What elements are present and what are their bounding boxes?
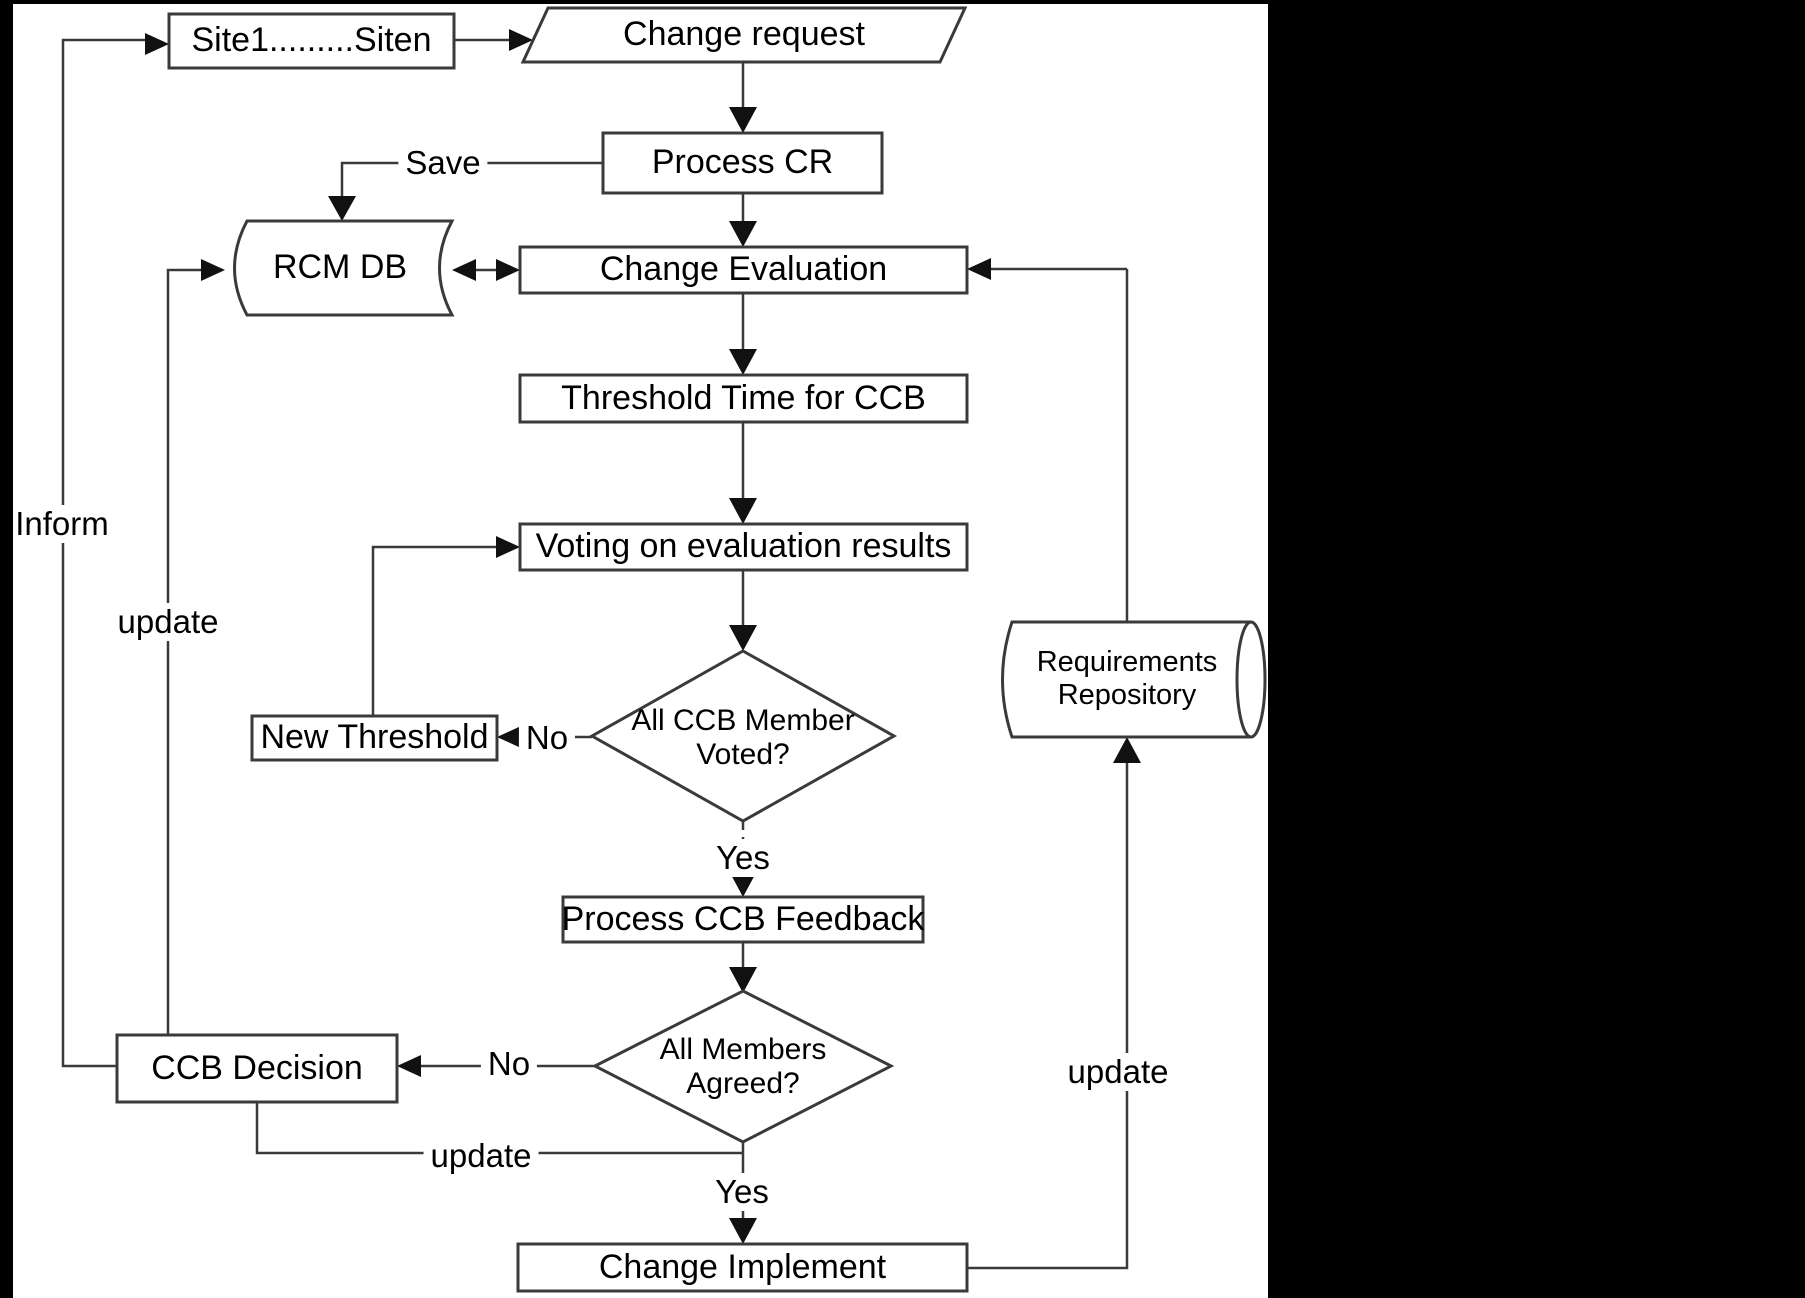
top-border — [0, 0, 1805, 4]
arrowhead-into-sites — [145, 33, 169, 55]
arrowhead-into-evaluation-left — [496, 259, 520, 281]
edge-label-yes-agreed: Yes — [708, 1173, 776, 1211]
arrowhead-into-rcmdb-right — [452, 259, 476, 281]
voted-diamond-line1: All CCB Member — [631, 703, 855, 737]
change-request-parallelogram-shape — [520, 6, 968, 64]
change-evaluation-box-shape — [518, 245, 969, 295]
node-process-cr: Process CR — [651, 143, 834, 182]
arrowhead-loop-into-voting — [496, 536, 520, 558]
sites-box-shape — [167, 12, 456, 70]
edge-label-no-voted: No — [518, 719, 576, 757]
arrowhead-into-repository — [1113, 737, 1141, 763]
node-rcm-db: RCM DB — [272, 248, 408, 287]
edge-label-update-repository: update — [1060, 1053, 1176, 1091]
arrowhead-repository-into-evaluation — [967, 258, 991, 280]
edge-label-save: Save — [398, 144, 488, 182]
node-requirements-repository: Requirements Repository — [1007, 636, 1247, 722]
repository-line2: Repository — [1057, 679, 1197, 711]
arrowhead-into-newthreshold — [497, 726, 521, 748]
node-all-members-agreed: All Members Agreed? — [593, 1030, 893, 1104]
ccb-decision-box-shape — [115, 1033, 399, 1104]
change-implement-box-shape — [516, 1242, 969, 1293]
node-new-threshold: New Threshold — [260, 718, 489, 757]
agreed-diamond-line2: Agreed? — [686, 1067, 800, 1100]
arrowhead-into-decision2 — [729, 967, 757, 993]
arrowhead-into-ccbdecision — [397, 1055, 421, 1077]
node-sites: Site1.........Siten — [191, 21, 432, 60]
repository-line1: Requirements — [1036, 645, 1218, 678]
arrowhead-into-processcr — [729, 107, 757, 133]
node-threshold-time: Threshold Time for CCB — [561, 378, 926, 417]
new-threshold-box-shape — [250, 714, 499, 762]
arrowhead-save-into-rcmdb — [328, 196, 356, 221]
node-process-ccb-feedback: Process CCB Feedback — [561, 899, 925, 938]
arrowhead-update-into-rcmdb — [201, 259, 225, 281]
agreed-diamond-shape — [591, 989, 895, 1144]
node-change-request: Change request — [623, 15, 865, 54]
arrowhead-into-evaluation — [729, 221, 757, 247]
newthreshold-loop-wire — [371, 545, 496, 716]
arrowhead-into-request — [509, 29, 533, 51]
save-wire — [340, 161, 603, 196]
edge-label-update-decision: update — [423, 1137, 539, 1175]
voted-diamond-shape — [588, 649, 898, 823]
update-decision-wire — [255, 1102, 743, 1155]
edge-label-update-left: update — [110, 603, 226, 641]
node-voting: Voting on evaluation results — [535, 527, 952, 566]
feedback-box-shape — [561, 895, 925, 944]
edge-label-yes-voted: Yes — [709, 839, 777, 877]
arrowhead-into-feedback — [729, 871, 757, 897]
threshold-box-shape — [518, 373, 969, 424]
process-cr-box-shape — [601, 131, 884, 195]
inform-wire — [61, 38, 145, 1068]
node-ccb-decision: CCB Decision — [151, 1048, 363, 1087]
arrowhead-into-threshold — [729, 349, 757, 375]
node-change-implement: Change Implement — [598, 1247, 887, 1286]
agreed-diamond-line1: All Members — [659, 1032, 827, 1066]
right-black-panel — [1268, 0, 1805, 1298]
update-left-wire — [166, 268, 201, 1035]
voting-box-shape — [518, 522, 969, 572]
voted-diamond-line2: Voted? — [696, 738, 790, 771]
arrowhead-into-decision1 — [729, 625, 757, 651]
edge-label-no-agreed: No — [480, 1045, 538, 1083]
arrowhead-into-voting — [729, 498, 757, 524]
edge-label-inform: Inform — [8, 505, 116, 543]
repository-cylinder-cap-shape — [1235, 620, 1267, 739]
node-change-evaluation: Change Evaluation — [599, 250, 888, 289]
implement-to-repository-wire — [967, 763, 1129, 1270]
repository-cylinder-body-shape — [1001, 620, 1251, 739]
arrowhead-into-implement — [729, 1218, 757, 1244]
rcm-db-storage-shape — [233, 219, 455, 317]
node-all-ccb-member-voted: All CCB Member Voted? — [593, 701, 893, 775]
left-border — [0, 0, 13, 1298]
